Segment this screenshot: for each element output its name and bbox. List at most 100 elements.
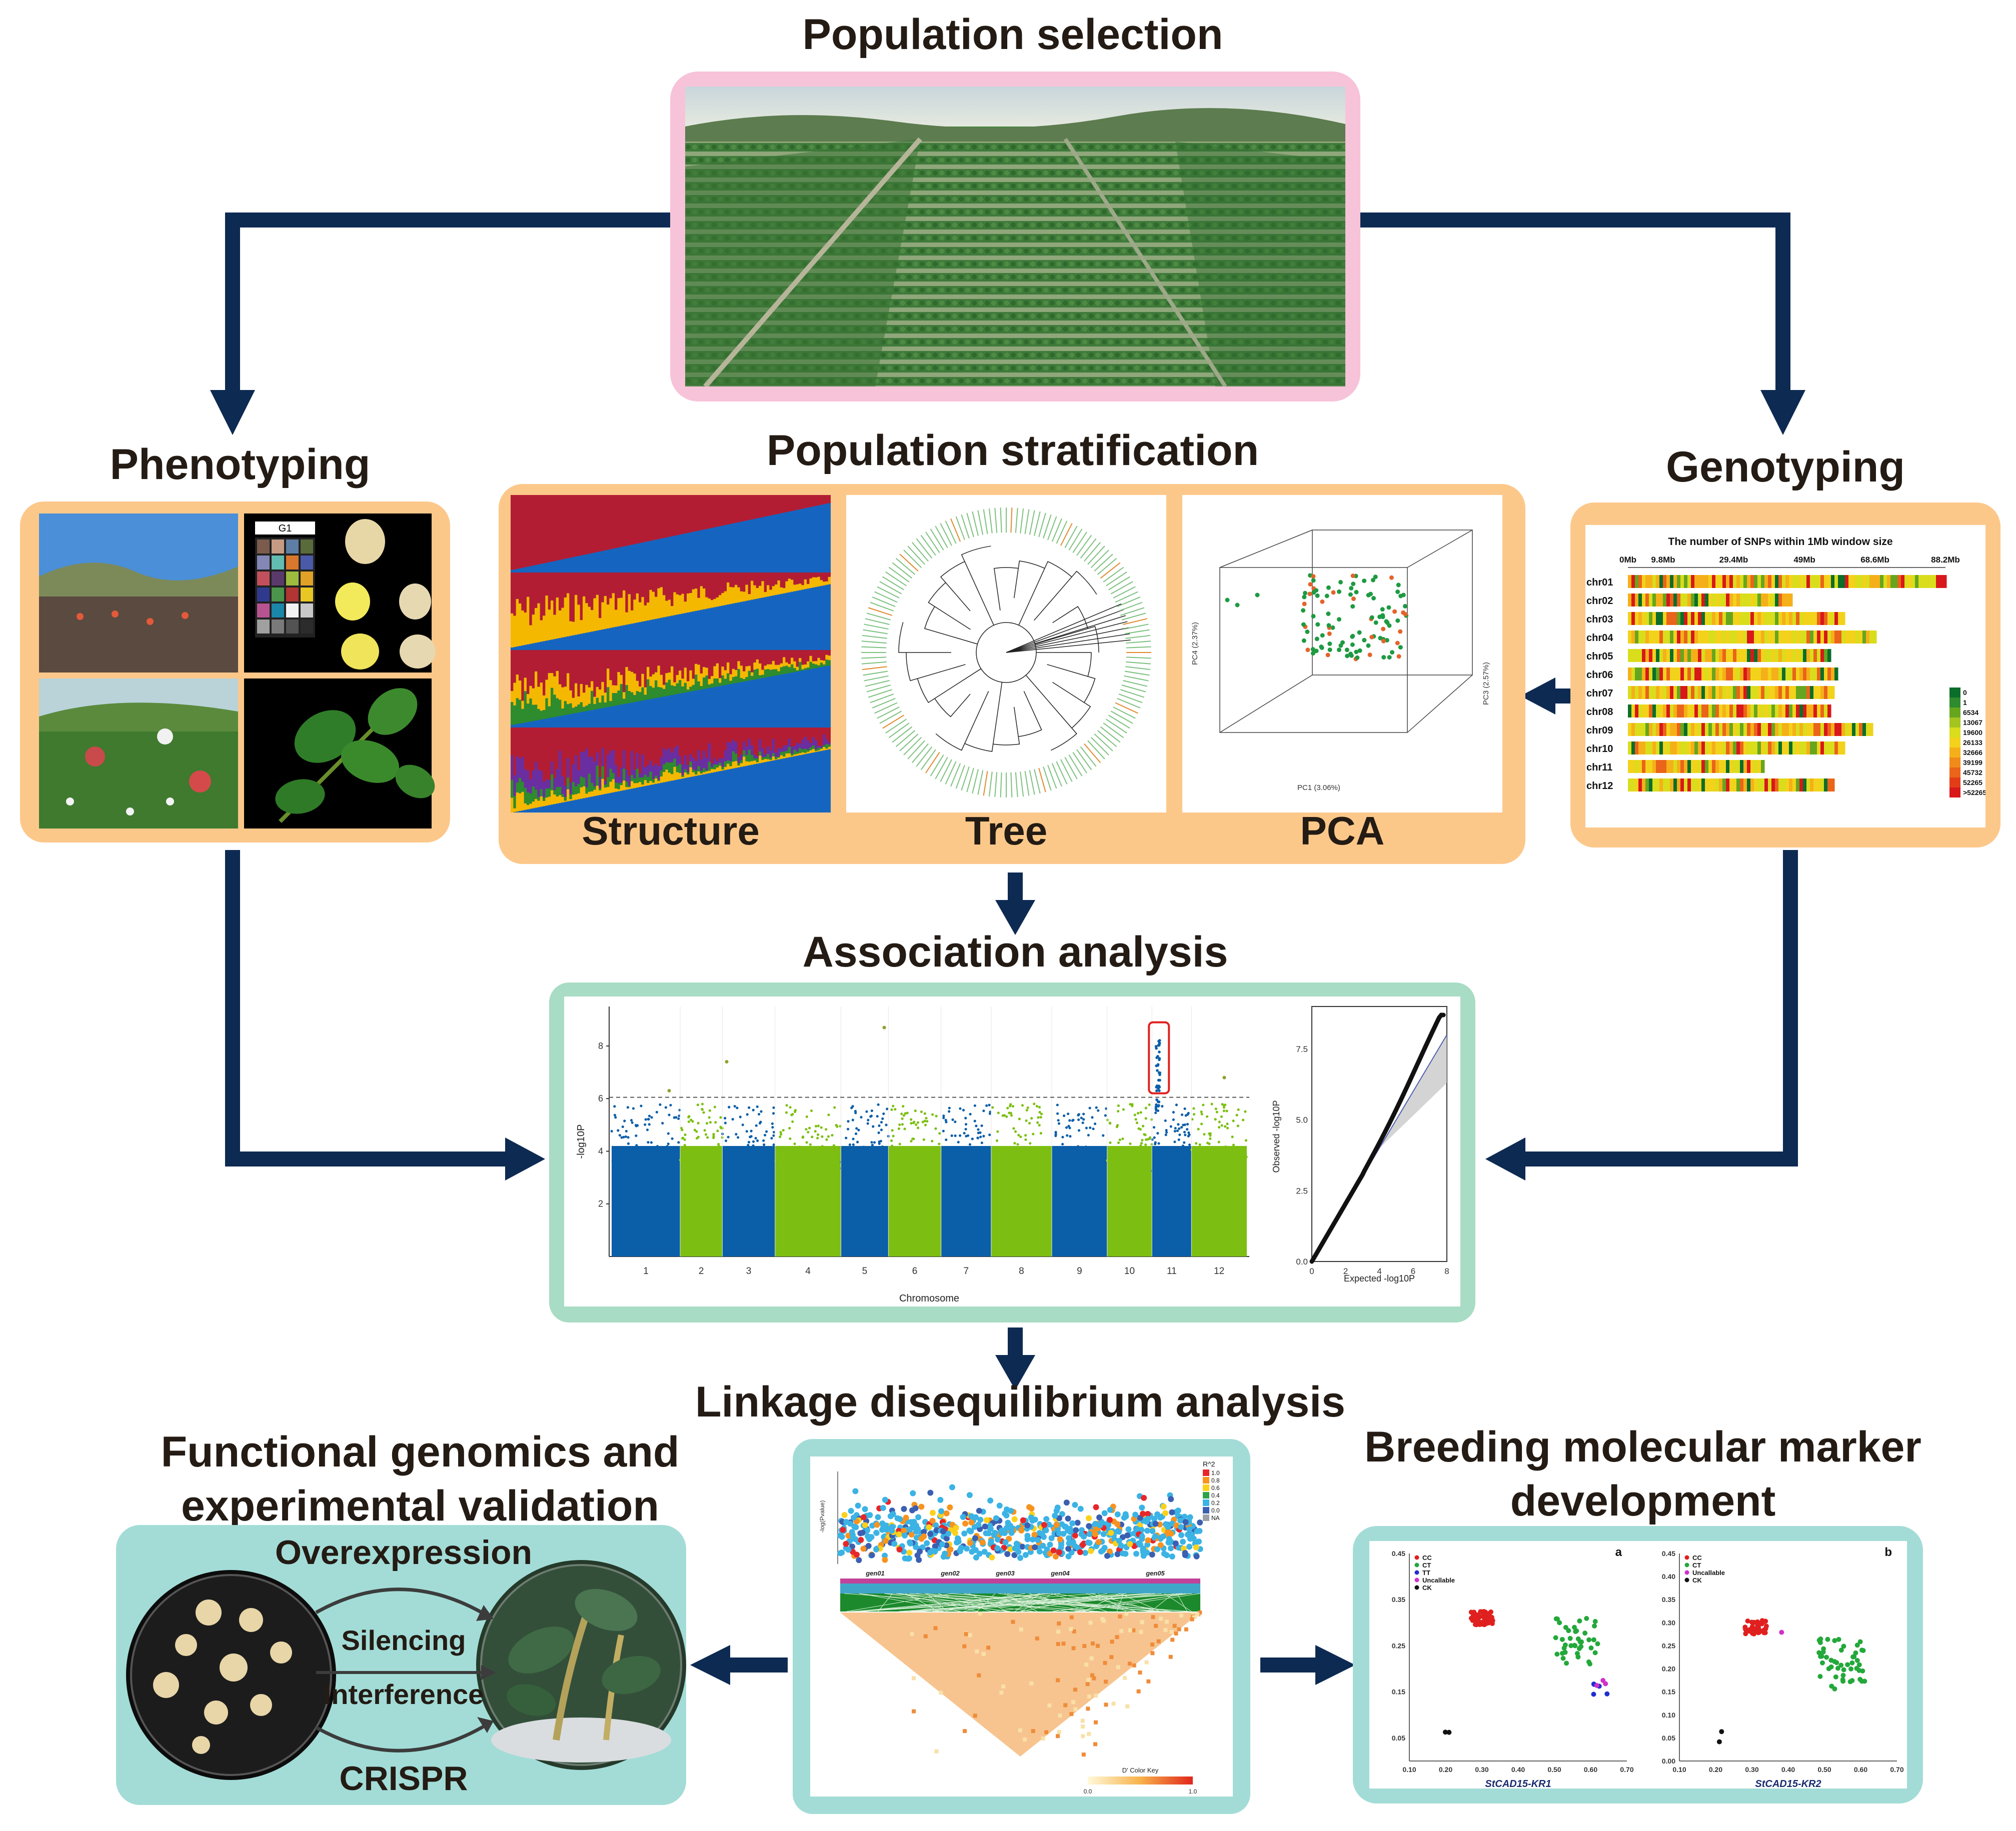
manhattan-snp-point xyxy=(1009,1103,1012,1106)
ld-snp-point xyxy=(1124,1532,1131,1538)
snp-density-bin xyxy=(1649,704,1653,718)
structure-bar-segment xyxy=(572,728,575,764)
snp-density-bin xyxy=(1684,630,1688,644)
manhattan-snp-point xyxy=(931,1140,934,1142)
ld-snp-point xyxy=(1093,1504,1099,1510)
structure-bar-segment xyxy=(607,787,610,794)
ld-snp-point xyxy=(843,1540,849,1547)
ld-heat-cell xyxy=(1159,1616,1163,1621)
snp-density-bin xyxy=(1691,686,1695,699)
ld-snp-point xyxy=(982,1523,988,1530)
tree-tip-label xyxy=(940,523,952,546)
structure-bar-segment xyxy=(799,658,802,662)
manhattan-snp-point xyxy=(1089,1126,1092,1130)
tree-tip-label xyxy=(935,756,948,780)
structure-bar-segment xyxy=(620,684,623,704)
ld-heat-cell xyxy=(1029,1681,1034,1686)
snp-density-bin xyxy=(1771,668,1775,680)
structure-bar-segment xyxy=(823,747,826,750)
manhattan-snp-point xyxy=(958,1134,962,1137)
structure-bar-segment xyxy=(745,754,749,762)
structure-bar-segment xyxy=(737,661,741,670)
pca-point xyxy=(1403,612,1408,617)
tree-branch xyxy=(928,582,971,630)
structure-bar-segment xyxy=(665,673,669,683)
structure-bar-segment xyxy=(743,750,746,757)
snp-density-bin xyxy=(1726,668,1730,680)
ld-snp-point xyxy=(1186,1544,1193,1550)
manhattan-snp-point xyxy=(610,1130,613,1133)
snp-density-bin xyxy=(1824,668,1828,680)
snp-density-bin xyxy=(1792,778,1796,792)
ld-snp-point xyxy=(917,1548,923,1554)
snp-density-bin xyxy=(1827,686,1831,699)
structure-bar-segment xyxy=(825,660,829,666)
manhattan-snp-point xyxy=(1177,1138,1180,1142)
structure-bar-segment xyxy=(513,616,517,647)
snp-density-bin xyxy=(1799,575,1803,588)
marker-sample-point xyxy=(1586,1659,1591,1664)
pca-point xyxy=(1369,634,1374,640)
structure-bar-segment xyxy=(636,593,639,623)
tree-branch xyxy=(1052,606,1088,629)
manhattan-snp-point xyxy=(719,1116,722,1119)
structure-bar-segment xyxy=(772,586,775,596)
structure-bar-segment xyxy=(823,660,826,664)
structure-bar-segment xyxy=(577,696,581,705)
structure-bar-segment xyxy=(825,654,829,660)
structure-bar-segment xyxy=(721,592,725,606)
manhattan-snp-point xyxy=(724,1122,727,1124)
manhattan-snp-point xyxy=(712,1158,715,1160)
pca-point xyxy=(1362,638,1367,642)
snp-density-bin xyxy=(1831,575,1835,588)
structure-bar-segment xyxy=(551,650,554,674)
structure-bar-segment xyxy=(511,702,514,725)
snp-density-bin xyxy=(1778,778,1782,792)
manhattan-snp-point xyxy=(821,1135,824,1138)
manhattan-snp-point xyxy=(771,1122,774,1125)
structure-bar-segment xyxy=(801,740,805,750)
structure-bar-segment xyxy=(551,774,554,790)
snp-density-bin xyxy=(1687,778,1691,792)
manhattan-snp-point xyxy=(1153,1136,1156,1139)
tree-tip-label xyxy=(1110,581,1133,594)
manhattan-snp-point xyxy=(1011,1104,1014,1108)
snp-density-bin xyxy=(1768,686,1772,699)
ld-snp-point xyxy=(1059,1511,1065,1518)
manhattan-snp-point xyxy=(1139,1156,1142,1160)
manhattan-snp-point xyxy=(920,1110,923,1114)
snp-density-bin xyxy=(1824,630,1828,644)
structure-bar-segment xyxy=(516,674,519,698)
manhattan-snp-point xyxy=(744,1162,747,1164)
snp-density-bin xyxy=(1694,686,1698,699)
chromosome-label: chr08 xyxy=(1586,706,1613,718)
snp-legend-label: 45732 xyxy=(1963,768,1982,776)
snp-density-bin xyxy=(1701,630,1705,644)
snp-density-bin xyxy=(1750,630,1754,644)
manhattan-snp-point xyxy=(1133,1114,1136,1116)
structure-bar-segment xyxy=(764,666,767,670)
snp-density-bin xyxy=(1785,612,1789,625)
tree-tip-label xyxy=(961,514,970,539)
snp-density-bin xyxy=(1722,760,1726,773)
snp-density-bin xyxy=(1747,686,1751,699)
structure-bar-segment xyxy=(711,572,714,600)
structure-bar-segment xyxy=(828,744,831,747)
manhattan-snp-point xyxy=(916,1121,920,1124)
snp-density-bin xyxy=(1715,575,1719,588)
structure-bar-segment xyxy=(732,677,735,684)
manhattan-snp-point xyxy=(1200,1112,1203,1116)
structure-bar-segment xyxy=(660,495,663,538)
tree-tip-label xyxy=(961,766,970,791)
manhattan-snp-point xyxy=(1178,1168,1182,1170)
structure-bar-segment xyxy=(575,572,578,595)
snp-density-bin xyxy=(1778,630,1782,644)
structure-bar-segment xyxy=(657,588,661,618)
snp-density-bin xyxy=(1694,742,1698,754)
manhattan-snp-point xyxy=(862,1146,865,1148)
marker-sample-point xyxy=(1829,1684,1834,1689)
pca-point xyxy=(1319,645,1324,650)
manhattan-snp-point xyxy=(624,1135,627,1138)
manhattan-snp-point xyxy=(754,1161,757,1164)
snp-density-bin xyxy=(1708,723,1712,736)
